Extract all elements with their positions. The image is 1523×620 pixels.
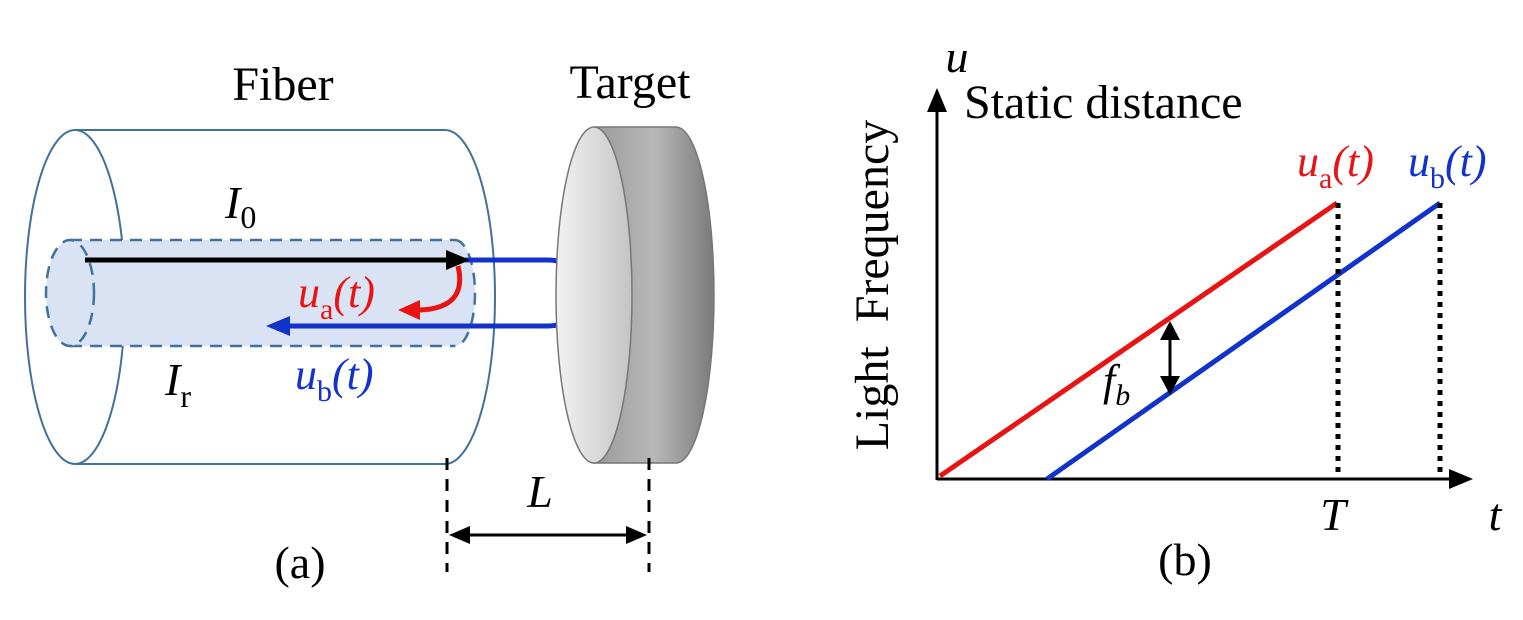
x-axis-symbol: t	[1489, 489, 1503, 540]
core-front-face	[44, 238, 96, 348]
ub-label-a: ub(t)	[295, 350, 374, 408]
distance-arrowhead-left	[449, 526, 470, 544]
target	[555, 126, 715, 464]
ua-chirp-line	[938, 200, 1339, 479]
incident-arrowhead	[446, 250, 470, 270]
ir-label: Ir	[164, 354, 191, 414]
fiber-back-arc	[444, 129, 496, 465]
x-axis-arrowhead	[1449, 469, 1473, 489]
chart-title: Static distance	[964, 76, 1243, 129]
beat-label: fb	[1103, 356, 1130, 412]
distance-arrowhead-right	[626, 526, 647, 544]
fiber-label: Fiber	[232, 58, 333, 111]
ub-arrowhead	[266, 316, 290, 336]
ub-chirp-line	[1045, 200, 1442, 482]
beat-arrowhead-bottom	[1160, 376, 1180, 395]
y-axis-arrowhead	[927, 88, 947, 112]
y-axis-symbol: u	[946, 31, 969, 82]
core-back-arc	[454, 238, 477, 348]
period-label: T	[1320, 489, 1349, 540]
panel-b: u Light Frequency Static distance ua(t) …	[846, 31, 1503, 585]
ua-reflection-path	[419, 265, 463, 313]
ua-arrowhead	[398, 300, 420, 320]
core-body	[70, 240, 475, 346]
panel-a: Fiber Target I0 Ir ua(t) ub(t) L (a)	[24, 56, 715, 588]
ub-label-b: ub(t)	[1408, 137, 1487, 195]
y-axis-label: Light Frequency	[846, 120, 899, 451]
target-face	[555, 126, 633, 464]
distance-label: L	[526, 466, 553, 517]
caption-a: (a)	[274, 537, 325, 588]
caption-b: (b)	[1158, 534, 1212, 585]
beat-arrowhead-top	[1160, 321, 1180, 340]
ua-label-a: ua(t)	[298, 268, 375, 326]
i0-label: I0	[224, 177, 256, 235]
fiber-core	[44, 238, 477, 348]
target-label: Target	[569, 56, 691, 109]
ua-label-b: ua(t)	[1297, 137, 1374, 195]
